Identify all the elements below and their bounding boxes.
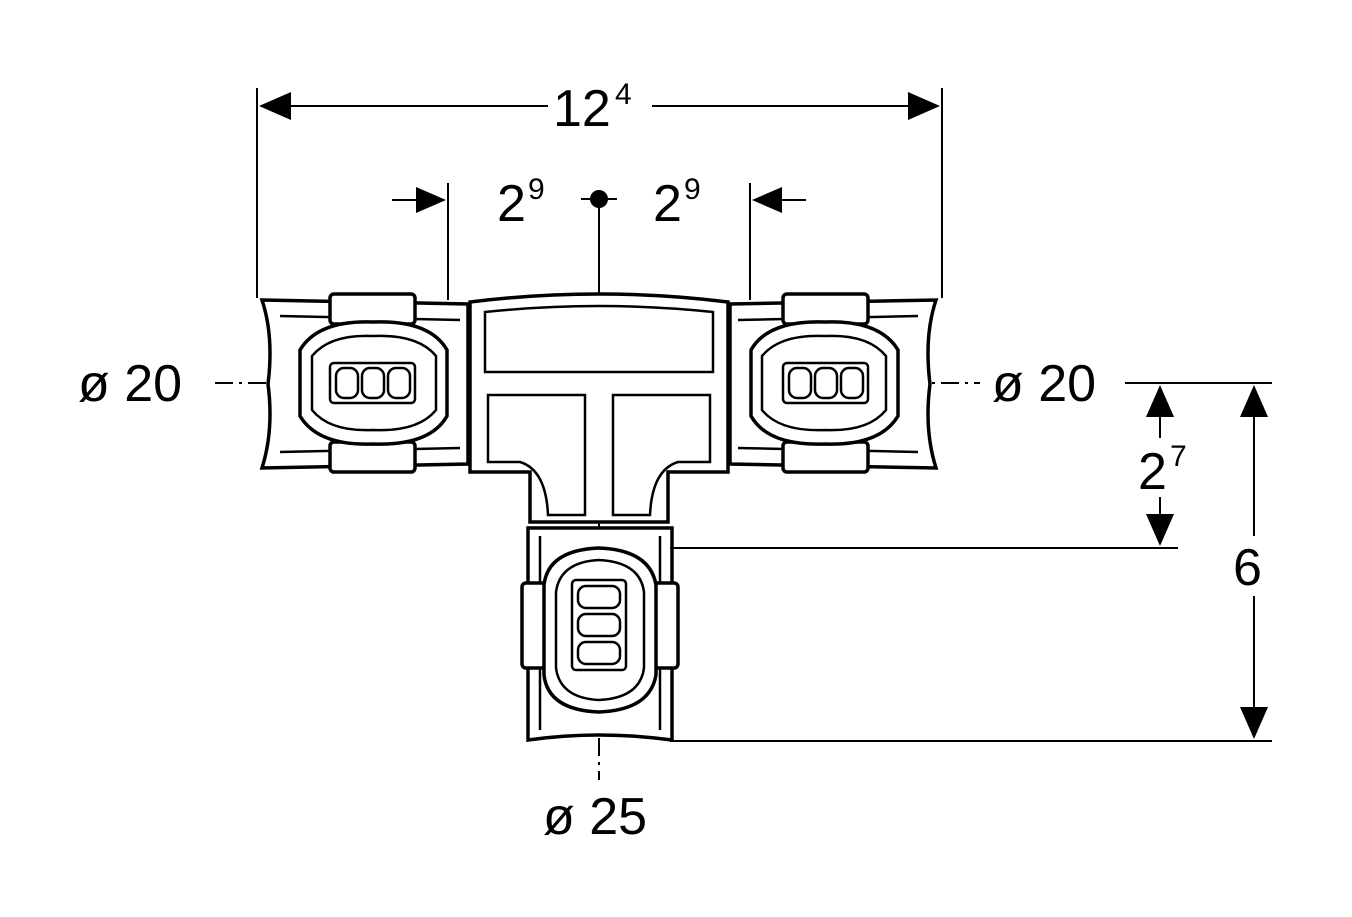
left-offset-exponent: 9 [528, 173, 545, 206]
right-offset-dimension: 2 9 [653, 173, 806, 300]
overall-width-value: 12 [553, 80, 611, 138]
right-offset-exponent: 9 [684, 173, 701, 206]
bottom-press-window-1 [576, 584, 622, 610]
arrowhead-right-offset [752, 187, 782, 213]
right-diameter-label: ø 20 [992, 355, 1096, 413]
socket-depth-exponent: 7 [1170, 440, 1187, 473]
left-press-coupling [259, 292, 470, 474]
arrowhead-height-bottom [1240, 707, 1268, 739]
overall-width-dimension: 12 4 [256, 78, 943, 298]
arrowhead-left-offset [416, 187, 446, 213]
tee-body [468, 292, 730, 524]
overall-width-exponent: 4 [615, 78, 632, 111]
right-offset-value: 2 [653, 175, 682, 233]
arrowhead-socket-top [1146, 385, 1174, 417]
arrowhead-socket-bottom [1146, 514, 1174, 546]
bottom-diameter-label: ø 25 [543, 788, 647, 846]
right-press-window-2 [813, 366, 839, 400]
bottom-press-coupling [520, 526, 680, 743]
left-press-window-1 [334, 366, 360, 400]
left-offset-dimension: 2 9 [392, 173, 545, 300]
right-press-window-1 [787, 366, 813, 400]
total-height-value: 6 [1233, 539, 1262, 597]
arrowhead-height-top [1240, 385, 1268, 417]
vertical-dimension-lines [670, 382, 1272, 742]
left-offset-value: 2 [497, 175, 526, 233]
total-height-dimension: 6 [1233, 385, 1268, 739]
arrowhead-right [908, 92, 940, 120]
left-press-window-3 [386, 366, 412, 400]
right-press-coupling [728, 292, 939, 474]
bottom-press-window-3 [576, 640, 622, 666]
socket-depth-dimension: 2 7 [1138, 385, 1187, 546]
left-diameter-label: ø 20 [78, 355, 182, 413]
right-press-window-3 [839, 366, 865, 400]
left-press-window-2 [360, 366, 386, 400]
bottom-press-window-2 [576, 612, 622, 638]
arrowhead-left [259, 92, 291, 120]
socket-depth-value: 2 [1138, 443, 1167, 501]
